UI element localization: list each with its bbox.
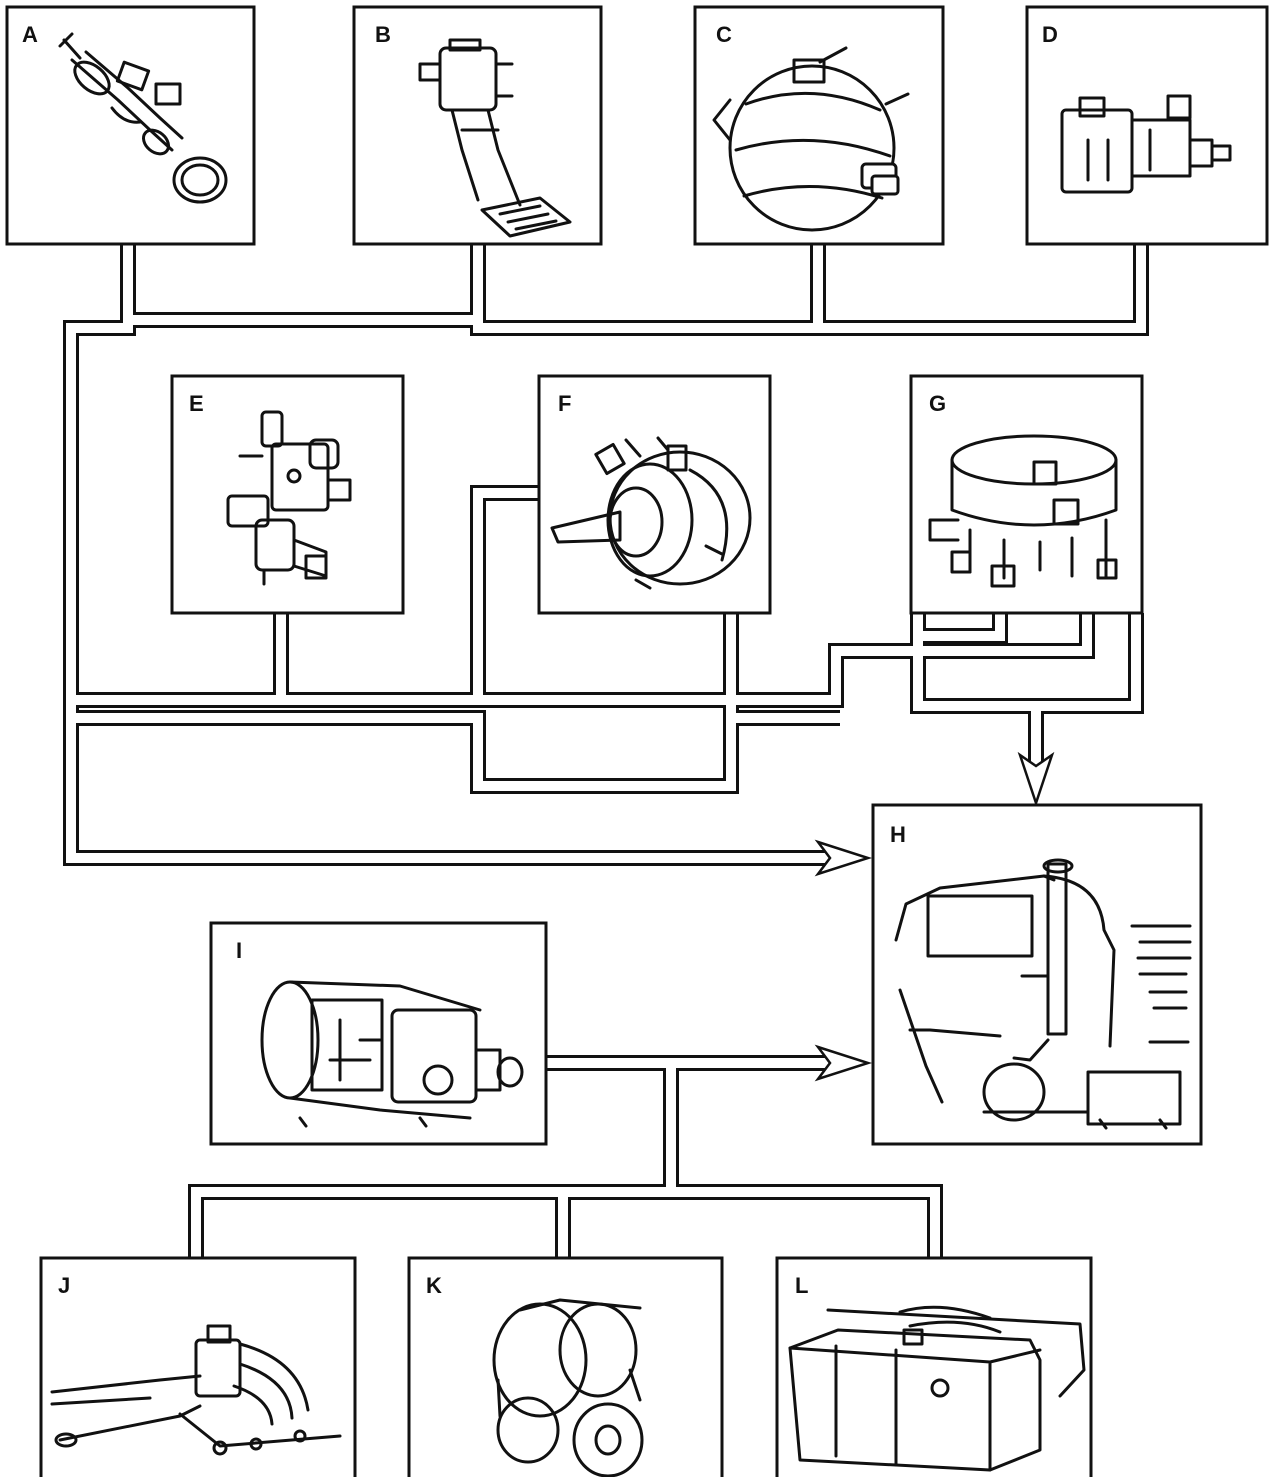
panel-g: G [911, 376, 1142, 613]
panel-d: D [1027, 7, 1267, 244]
panel-l: L [777, 1258, 1091, 1477]
panel-l-label: L [795, 1273, 808, 1298]
panel-c: C [695, 7, 943, 244]
panel-i: I [211, 923, 546, 1144]
panel-f-label: F [558, 391, 571, 416]
panel-c-label: C [716, 22, 732, 47]
panel-j: J [41, 1258, 355, 1477]
panel-g-label: G [929, 391, 946, 416]
panel-e: E [172, 376, 403, 613]
panel-j-label: J [58, 1273, 70, 1298]
panel-d-label: D [1042, 22, 1058, 47]
panel-a: A [7, 7, 254, 244]
panel-b: B [354, 7, 601, 244]
panel-h-label: H [890, 822, 906, 847]
panel-k-label: K [426, 1273, 442, 1298]
panel-b-label: B [375, 22, 391, 47]
panel-a-label: A [22, 22, 38, 47]
panel-i-label: I [236, 938, 242, 963]
panel-k: K [409, 1258, 722, 1477]
panel-f: F [539, 376, 770, 613]
panel-e-label: E [189, 391, 204, 416]
panel-h: H [873, 805, 1201, 1144]
